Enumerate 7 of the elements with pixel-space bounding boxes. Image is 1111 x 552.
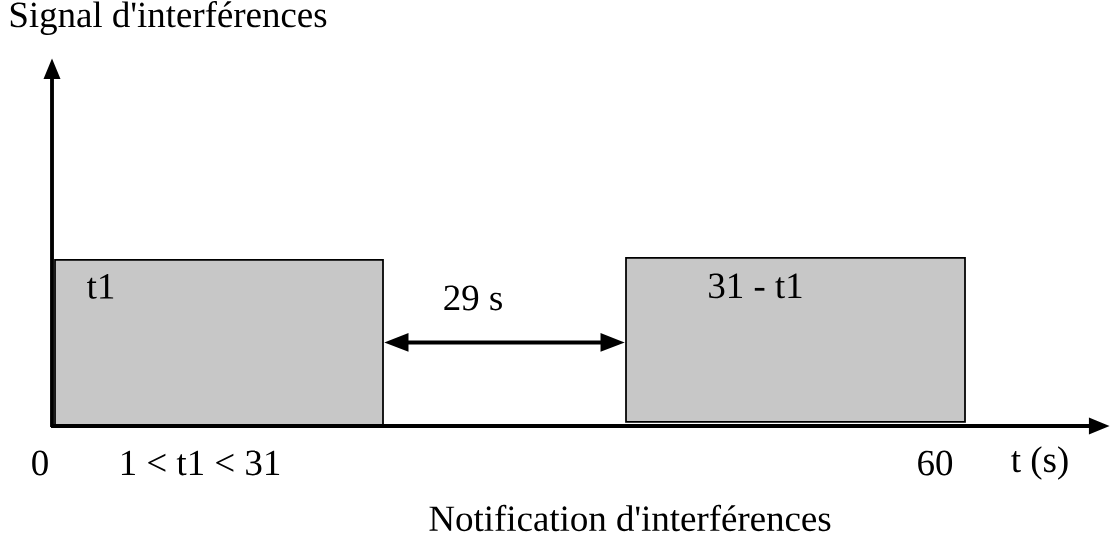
axis-title: t (s) xyxy=(1011,446,1068,480)
tick-label: 0 xyxy=(32,450,48,476)
edge-label: 29 s xyxy=(444,285,502,311)
time-interval-box: t1 xyxy=(54,259,384,426)
axis-title: Signal d'interférences xyxy=(10,1,327,35)
axis-title: Notification d'interférences xyxy=(429,504,831,532)
time-interval-box: 31 - t1 xyxy=(625,257,966,423)
